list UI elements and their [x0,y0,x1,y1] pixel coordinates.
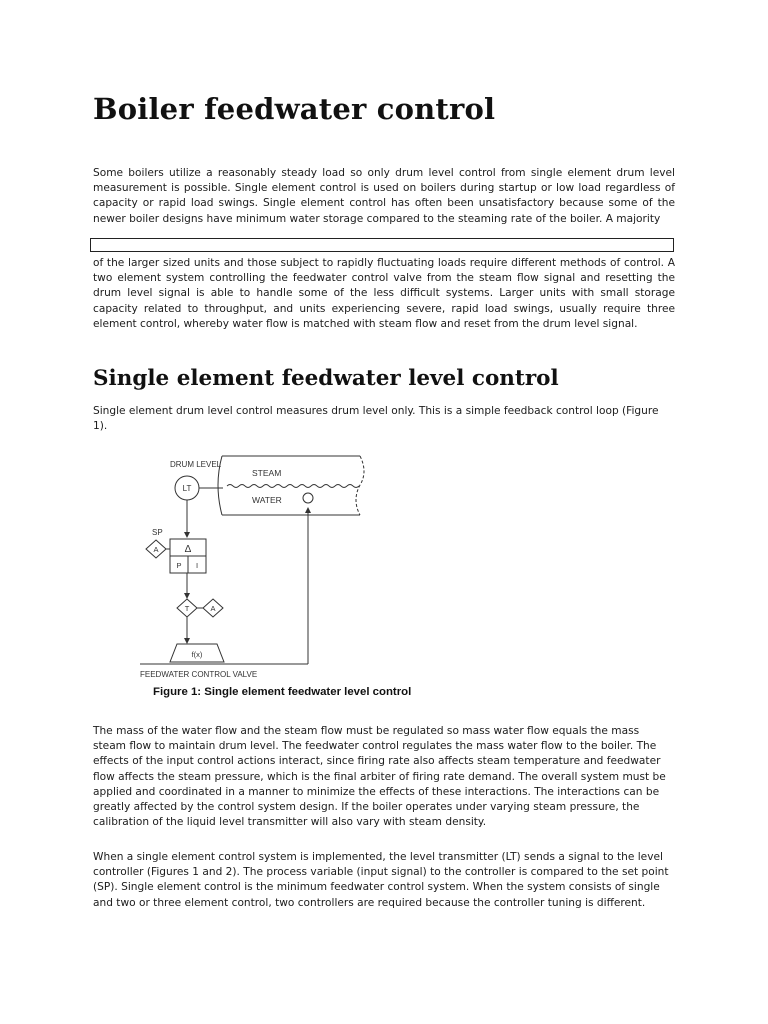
drum-level-label: DRUM LEVEL [170,460,222,469]
p-label: P [176,561,181,570]
arrow-to-controller [184,532,190,538]
drum-left-end [217,455,223,516]
water-surface-line [226,484,360,488]
i-label: I [196,561,198,570]
intro-paragraph: Some boilers utilize a reasonably steady… [93,167,675,225]
t-a-label: A [210,604,215,613]
steam-label: STEAM [252,468,281,478]
figure-1: DRUM LEVEL STEAM WATER LT SP A Δ [140,452,460,712]
intro-paragraph-continued: of the larger sized units and those subj… [93,257,675,330]
page-title: Boiler feedwater control [93,92,496,126]
sp-label: SP [152,528,163,537]
control-loop-diagram: DRUM LEVEL STEAM WATER LT SP A Δ [140,455,365,679]
lt-label: LT [183,484,192,493]
section-intro-paragraph: Single element drum level control measur… [93,405,659,433]
setpoint-diamond [145,539,167,559]
drum-right-break [355,455,365,516]
valve-actuator [169,643,225,663]
mass-flow-paragraph: The mass of the water flow and the steam… [93,725,666,829]
figure-caption: Figure 1: Single element feedwater level… [153,686,412,698]
sp-a-label: A [153,545,158,554]
feedwater-valve-label: FEEDWATER CONTROL VALVE [140,670,257,679]
delta-label: Δ [185,544,192,555]
feedwater-inlet-symbol [302,492,314,504]
t-label: T [185,604,190,613]
single-element-paragraph: When a single element control system is … [93,851,669,909]
section-heading: Single element feedwater level control [93,366,559,391]
fx-label: f(x) [192,650,203,659]
auto-diamond [202,598,224,618]
water-label: WATER [252,495,282,505]
page-break-box [90,238,674,252]
